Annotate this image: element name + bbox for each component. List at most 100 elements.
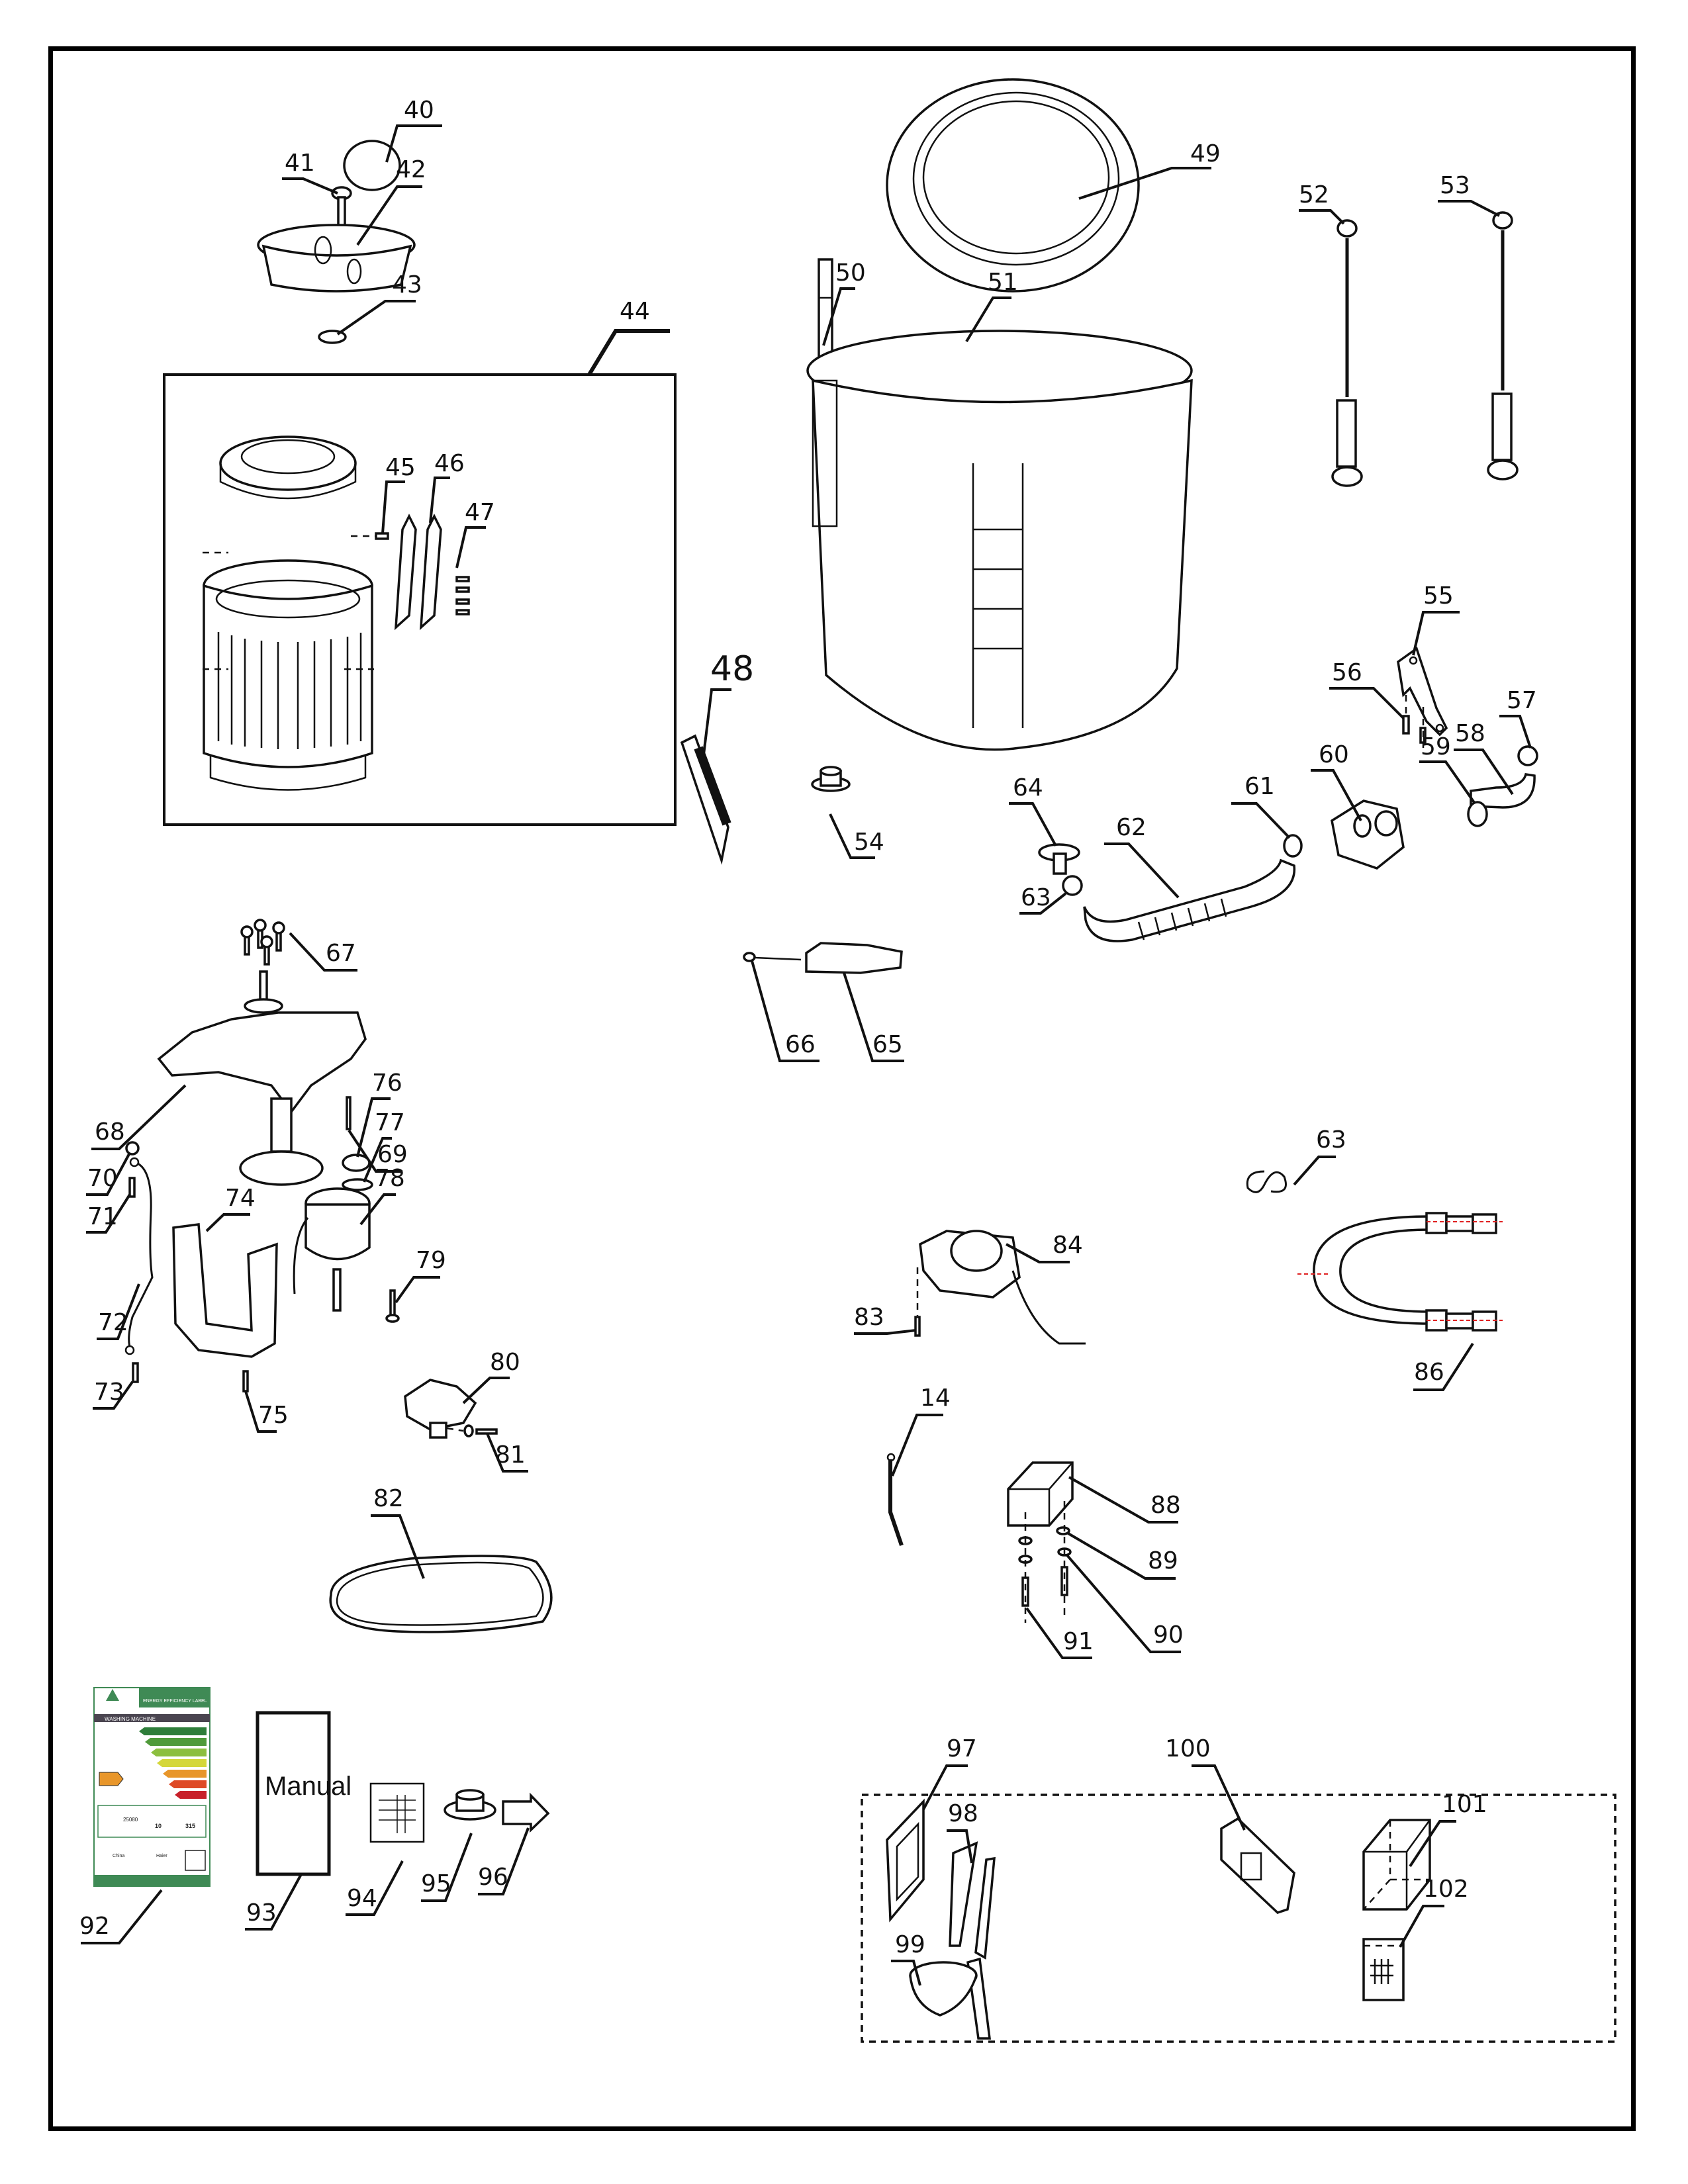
part-92-energy-label[interactable]: ENERGY EFFICIENCY LABEL WASHING MACHINE …	[93, 1687, 211, 1887]
part-59-clamp[interactable]	[1467, 801, 1488, 827]
qr-code-icon	[185, 1850, 206, 1871]
part-68-clutch-assembly[interactable]	[157, 970, 367, 1186]
leader-60	[1311, 769, 1362, 821]
part-71-screw[interactable]	[128, 1177, 136, 1198]
callout-90: 90	[1153, 1621, 1184, 1649]
part-76-rubber-pad[interactable]	[342, 1154, 371, 1172]
part-67-bolts[interactable]	[240, 919, 285, 966]
callout-14: 14	[920, 1385, 951, 1412]
part-53-suspension-rod[interactable]	[1487, 211, 1519, 480]
part-69-bolt[interactable]	[346, 1096, 352, 1130]
leader-52	[1299, 209, 1345, 225]
leader-47	[455, 526, 486, 569]
part-101-carton[interactable]	[1362, 1819, 1431, 1911]
part-54-plug[interactable]	[811, 766, 851, 792]
callout-65: 65	[872, 1031, 903, 1058]
leader-98	[947, 1829, 973, 1864]
part-89-washer[interactable]	[1018, 1526, 1070, 1545]
part-86-inlet-hose[interactable]	[1297, 1212, 1503, 1332]
part-63-clamp[interactable]	[1062, 875, 1083, 896]
callout-74: 74	[225, 1185, 256, 1212]
leader-46	[429, 477, 450, 523]
callout-86: 86	[1414, 1359, 1444, 1386]
callout-68: 68	[95, 1118, 125, 1146]
part-83-screw[interactable]	[914, 1267, 921, 1337]
part-70-star-washer[interactable]	[125, 1141, 140, 1156]
part-82-belt[interactable]	[329, 1555, 553, 1633]
callout-41: 41	[285, 150, 315, 177]
part-40-cap[interactable]	[343, 140, 401, 191]
page-border	[48, 46, 1636, 2131]
callout-93: 93	[246, 1899, 277, 1927]
part-72-ground-wire[interactable]	[124, 1157, 154, 1355]
part-88-counterweight[interactable]	[1007, 1461, 1074, 1527]
part-64-drain-outlet[interactable]	[1038, 843, 1080, 875]
part-98-corner-protector[interactable]	[949, 1841, 996, 2040]
part-75-screw[interactable]	[242, 1370, 249, 1392]
part-78-motor[interactable]	[293, 1187, 371, 1312]
part-73-screw[interactable]	[132, 1362, 139, 1383]
part-79-bolt[interactable]	[385, 1289, 400, 1323]
part-60-drain-valve[interactable]	[1331, 799, 1405, 870]
part-56-screws[interactable]	[1402, 695, 1427, 748]
part-55-bracket[interactable]	[1397, 647, 1448, 737]
energy-label-water: 25080	[123, 1817, 138, 1823]
leader-62	[1104, 842, 1180, 899]
callout-91: 91	[1063, 1628, 1094, 1655]
callout-69: 69	[377, 1141, 408, 1168]
leader-56	[1329, 687, 1405, 719]
part-52-suspension-rod[interactable]	[1331, 219, 1363, 487]
leader-94	[346, 1860, 404, 1916]
part-48-lint-filter[interactable]	[680, 734, 731, 865]
callout-72: 72	[98, 1309, 128, 1336]
part-80-motor-pulley[interactable]	[404, 1379, 477, 1439]
part-100-corner-block[interactable]	[1220, 1817, 1295, 1914]
energy-rating-bar	[175, 1791, 207, 1799]
leader-101	[1409, 1820, 1456, 1868]
part-66-pin[interactable]	[743, 952, 802, 962]
leader-63a	[1019, 892, 1067, 915]
callout-89: 89	[1148, 1547, 1178, 1574]
part-91-screws[interactable]	[1021, 1501, 1068, 1623]
part-81-bolt[interactable]	[446, 1424, 498, 1437]
part-46-suspension-bracket[interactable]	[394, 514, 442, 631]
callout-67: 67	[326, 940, 356, 967]
part-84-drain-motor[interactable]	[919, 1230, 1086, 1345]
part-93-manual[interactable]: Manual	[256, 1711, 352, 1876]
part-97-foam-frame[interactable]	[886, 1798, 925, 1923]
callout-44: 44	[620, 298, 650, 325]
part-14-cable-tie[interactable]	[886, 1453, 904, 1546]
leader-58	[1454, 749, 1514, 796]
part-95-cap[interactable]	[444, 1789, 496, 1821]
part-99-basket[interactable]	[909, 1961, 978, 2017]
part-51-outer-tub[interactable]	[806, 330, 1193, 751]
part-94-wiring-diagram[interactable]	[369, 1782, 425, 1843]
part-50-strip[interactable]	[818, 258, 833, 367]
callout-73: 73	[94, 1379, 124, 1406]
part-58-elbow-hose[interactable]	[1470, 773, 1536, 809]
part-62-drain-hose[interactable]	[1083, 858, 1296, 942]
part-61-clamp[interactable]	[1283, 834, 1303, 858]
part-96-arrow-icon[interactable]	[502, 1792, 550, 1833]
part-102-bag[interactable]	[1362, 1938, 1405, 2001]
part-42-pulsator[interactable]	[257, 224, 416, 293]
part-65-lid-switch[interactable]	[805, 942, 903, 974]
manual-label: Manual	[265, 1772, 352, 1801]
callout-99: 99	[895, 1931, 925, 1958]
part-47-screws[interactable]	[455, 576, 470, 615]
energy-rating-bar	[145, 1738, 207, 1746]
callout-48: 48	[710, 649, 754, 689]
part-74-motor-bracket[interactable]	[172, 1223, 278, 1358]
part-49-tub-cover[interactable]	[886, 78, 1140, 293]
callout-51: 51	[988, 269, 1018, 296]
leader-40	[385, 124, 442, 163]
part-90-washer[interactable]	[1018, 1547, 1072, 1564]
leader-100	[1192, 1764, 1246, 1831]
callout-97: 97	[947, 1735, 977, 1762]
leader-69	[348, 1129, 402, 1173]
part-63-clip[interactable]	[1246, 1170, 1287, 1193]
part-57-clamp[interactable]	[1517, 745, 1538, 766]
part-45-screw[interactable]	[375, 532, 389, 540]
callout-75: 75	[258, 1402, 289, 1429]
leader-83	[854, 1329, 917, 1335]
